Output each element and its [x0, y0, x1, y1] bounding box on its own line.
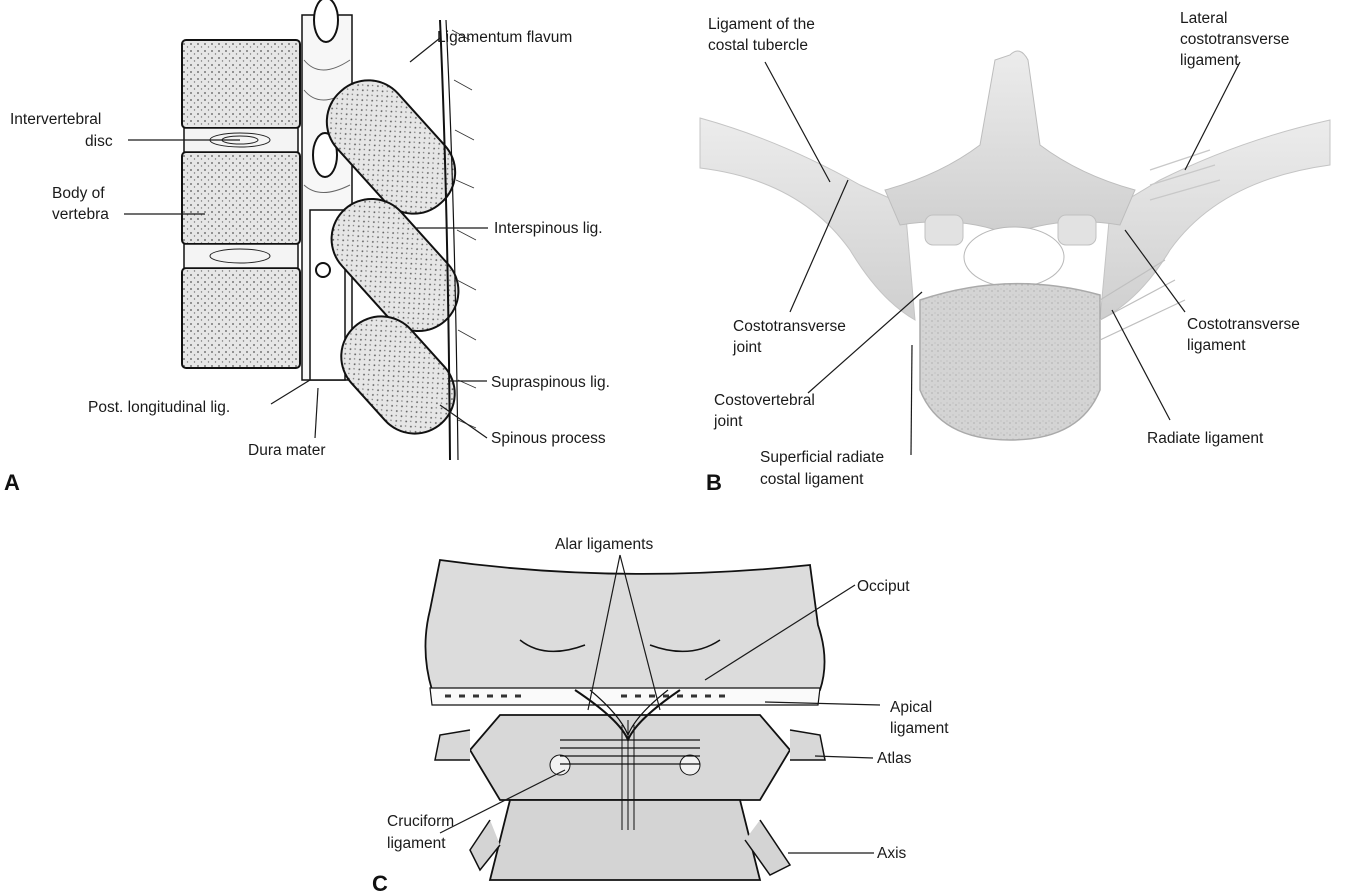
label-ligamentum-flavum: Ligamentum flavum	[437, 29, 572, 46]
label-lateral-ct-line2: costotransverse	[1180, 31, 1289, 48]
label-cruciform-ligament-line2: ligament	[387, 835, 446, 852]
label-lateral-ct-line1: Lateral	[1180, 10, 1227, 27]
label-ct-joint-line1: Costotransverse	[733, 318, 846, 335]
label-lateral-ct-line3: ligament	[1180, 52, 1239, 69]
label-axis: Axis	[877, 845, 907, 862]
label-costal-tubercle-line2: costal tubercle	[708, 37, 808, 54]
label-interspinous-lig: Interspinous lig.	[494, 220, 603, 237]
label-ct-ligament-line2: ligament	[1187, 337, 1246, 354]
label-occiput: Occiput	[857, 578, 910, 595]
label-apical-ligament-line1: Apical	[890, 699, 932, 716]
panel-b-letter: B	[706, 470, 722, 495]
label-body-of-vertebra-line1: Body of	[52, 185, 105, 202]
panel-a-letter: A	[4, 470, 20, 495]
label-superficial-radiate-line1: Superficial radiate	[760, 449, 884, 466]
label-intervertebral-disc-line2: disc	[85, 133, 113, 150]
label-superficial-radiate-line2: costal ligament	[760, 471, 864, 488]
occiput-bone	[425, 560, 824, 705]
label-post-longitudinal-lig: Post. longitudinal lig.	[88, 399, 230, 416]
panel-b: Ligament of the costal tubercle Lateral …	[700, 10, 1330, 495]
label-cv-joint-line1: Costovertebral	[714, 392, 815, 409]
label-atlas: Atlas	[877, 750, 912, 767]
thoracic-vertebra	[885, 51, 1135, 440]
axis-vertebra	[470, 800, 790, 880]
panel-a: Ligamentum flavum Intervertebral disc Bo…	[4, 0, 610, 495]
spinal-canal	[302, 0, 352, 380]
label-ct-joint-line2: joint	[732, 339, 762, 356]
panel-c: Alar ligaments Occiput Apical ligament A…	[372, 536, 949, 895]
label-supraspinous-lig: Supraspinous lig.	[491, 374, 610, 391]
label-body-of-vertebra-line2: vertebra	[52, 206, 109, 223]
atlas-vertebra	[435, 715, 825, 800]
panel-c-letter: C	[372, 871, 388, 895]
label-alar-ligaments: Alar ligaments	[555, 536, 653, 553]
label-dura-mater: Dura mater	[248, 442, 326, 459]
label-radiate-ligament: Radiate ligament	[1147, 430, 1264, 447]
label-cruciform-ligament-line1: Cruciform	[387, 813, 454, 830]
label-spinous-process: Spinous process	[491, 430, 606, 447]
label-ct-ligament-line1: Costotransverse	[1187, 316, 1300, 333]
label-intervertebral-disc-line1: Intervertebral	[10, 111, 101, 128]
label-cv-joint-line2: joint	[713, 413, 743, 430]
label-apical-ligament-line2: ligament	[890, 720, 949, 737]
label-costal-tubercle-line1: Ligament of the	[708, 16, 815, 33]
vertebral-bodies	[182, 40, 300, 368]
